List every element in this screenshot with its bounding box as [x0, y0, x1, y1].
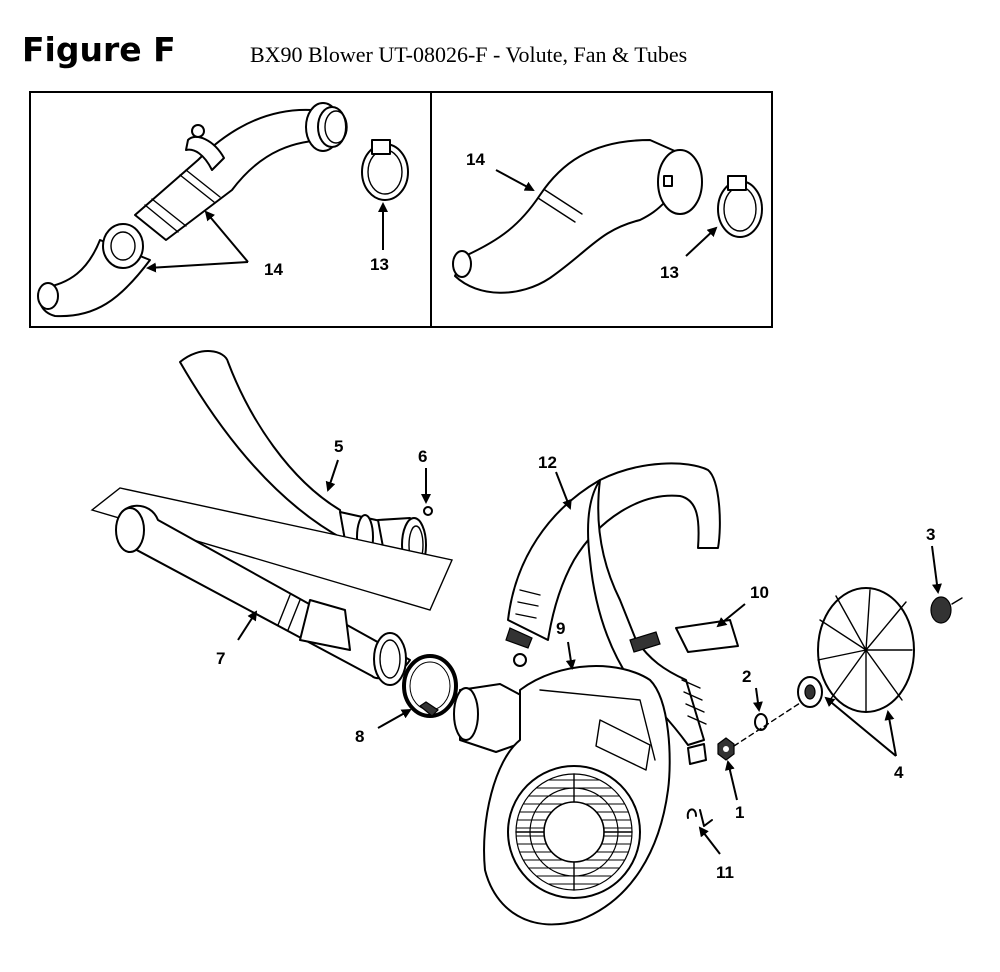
callout-4: 4 — [894, 763, 904, 782]
leader-2 — [752, 687, 763, 712]
leader-14a-upper — [204, 210, 249, 263]
leader-3 — [931, 545, 942, 594]
leader-14a-lower — [146, 261, 249, 273]
screw-6 — [423, 506, 433, 516]
callout-6: 6 — [418, 447, 427, 466]
inset-right-tube — [452, 139, 703, 294]
leader-13b — [685, 226, 718, 257]
callout-9: 9 — [556, 619, 565, 638]
leader-11 — [698, 826, 721, 855]
leader-4a — [824, 696, 897, 757]
callout-7: 7 — [216, 649, 225, 668]
spacer-3 — [930, 596, 952, 624]
callout-13b: 13 — [660, 263, 679, 282]
callout-11: 11 — [716, 863, 734, 882]
callout-1: 1 — [735, 803, 744, 822]
leader-9 — [565, 641, 576, 670]
harness-strap — [505, 462, 721, 765]
callout-12: 12 — [538, 453, 557, 472]
leader-7 — [237, 610, 258, 641]
callout-5: 5 — [334, 437, 343, 456]
inset-left-tube-assembly — [37, 102, 348, 318]
clamp-ring — [402, 654, 458, 718]
callout-3: 3 — [926, 525, 935, 544]
leader-14b — [495, 169, 535, 191]
fan-impeller — [797, 587, 915, 713]
leader-4b — [884, 710, 897, 757]
nut-1 — [717, 737, 735, 761]
callout-10: 10 — [750, 583, 769, 602]
decal — [675, 619, 739, 653]
nozzle-tube — [90, 487, 453, 686]
leader-8 — [377, 709, 412, 729]
inset-left-clamp — [361, 139, 409, 201]
figure-title: BX90 Blower UT-08026-F - Volute, Fan & T… — [250, 42, 688, 67]
callout-13a: 13 — [370, 255, 389, 274]
inset-right-clamp — [717, 175, 763, 238]
inset-frame — [29, 91, 773, 328]
volute-housing — [453, 665, 671, 926]
washer-2 — [754, 713, 768, 731]
leader-5 — [325, 459, 339, 492]
fastener-11 — [686, 808, 713, 827]
leader-1 — [724, 760, 738, 801]
figure-label: Figure F — [22, 30, 176, 69]
callout-2: 2 — [742, 667, 751, 686]
shaft-end — [951, 597, 963, 605]
callout-14a: 14 — [264, 260, 283, 279]
leader-10 — [716, 603, 746, 628]
leader-12 — [555, 471, 572, 510]
callout-8: 8 — [355, 727, 364, 746]
callout-14b: 14 — [466, 150, 485, 169]
